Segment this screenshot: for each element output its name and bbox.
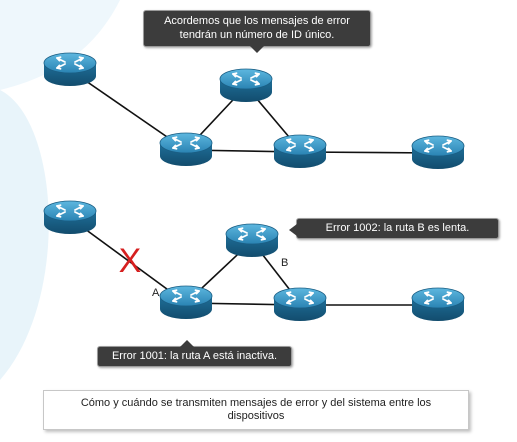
callout-route-b-slow: Error 1002: la ruta B es lenta. xyxy=(289,218,499,239)
callout-unique-id: Acordemos que los mensajes de error tend… xyxy=(143,10,371,53)
callout-route-a-down: Error 1001: la ruta A está inactiva. xyxy=(97,340,292,367)
router-icon xyxy=(43,52,97,87)
callout-text: Error 1001: la ruta A está inactiva. xyxy=(111,350,278,362)
callout-text: Error 1002: la ruta B es lenta. xyxy=(325,222,470,234)
figure-caption: Cómo y cuándo se transmiten mensajes de … xyxy=(43,390,469,430)
callout-tail xyxy=(289,224,297,236)
router-icon xyxy=(219,68,273,103)
failure-mark: X xyxy=(119,242,142,280)
callout-tail xyxy=(180,340,194,347)
background-swoosh-top xyxy=(0,0,120,90)
route-a-label: A xyxy=(152,287,160,299)
caption-text: Cómo y cuándo se transmiten mensajes de … xyxy=(80,397,432,422)
router-icon xyxy=(411,287,465,322)
link-failed xyxy=(69,217,187,304)
router-icon xyxy=(273,287,327,322)
router-icon xyxy=(159,285,213,320)
router-icon xyxy=(273,134,327,169)
router-icon xyxy=(225,223,279,258)
router-icon xyxy=(43,200,97,235)
background-swoosh xyxy=(0,90,49,380)
callout-line: tendrán un número de ID único. xyxy=(179,29,335,41)
callout-line: Acordemos que los mensajes de error xyxy=(164,15,350,27)
router-icon xyxy=(159,132,213,167)
router-icon xyxy=(411,135,465,170)
callout-tail xyxy=(250,46,264,53)
route-b-label: B xyxy=(281,257,289,269)
